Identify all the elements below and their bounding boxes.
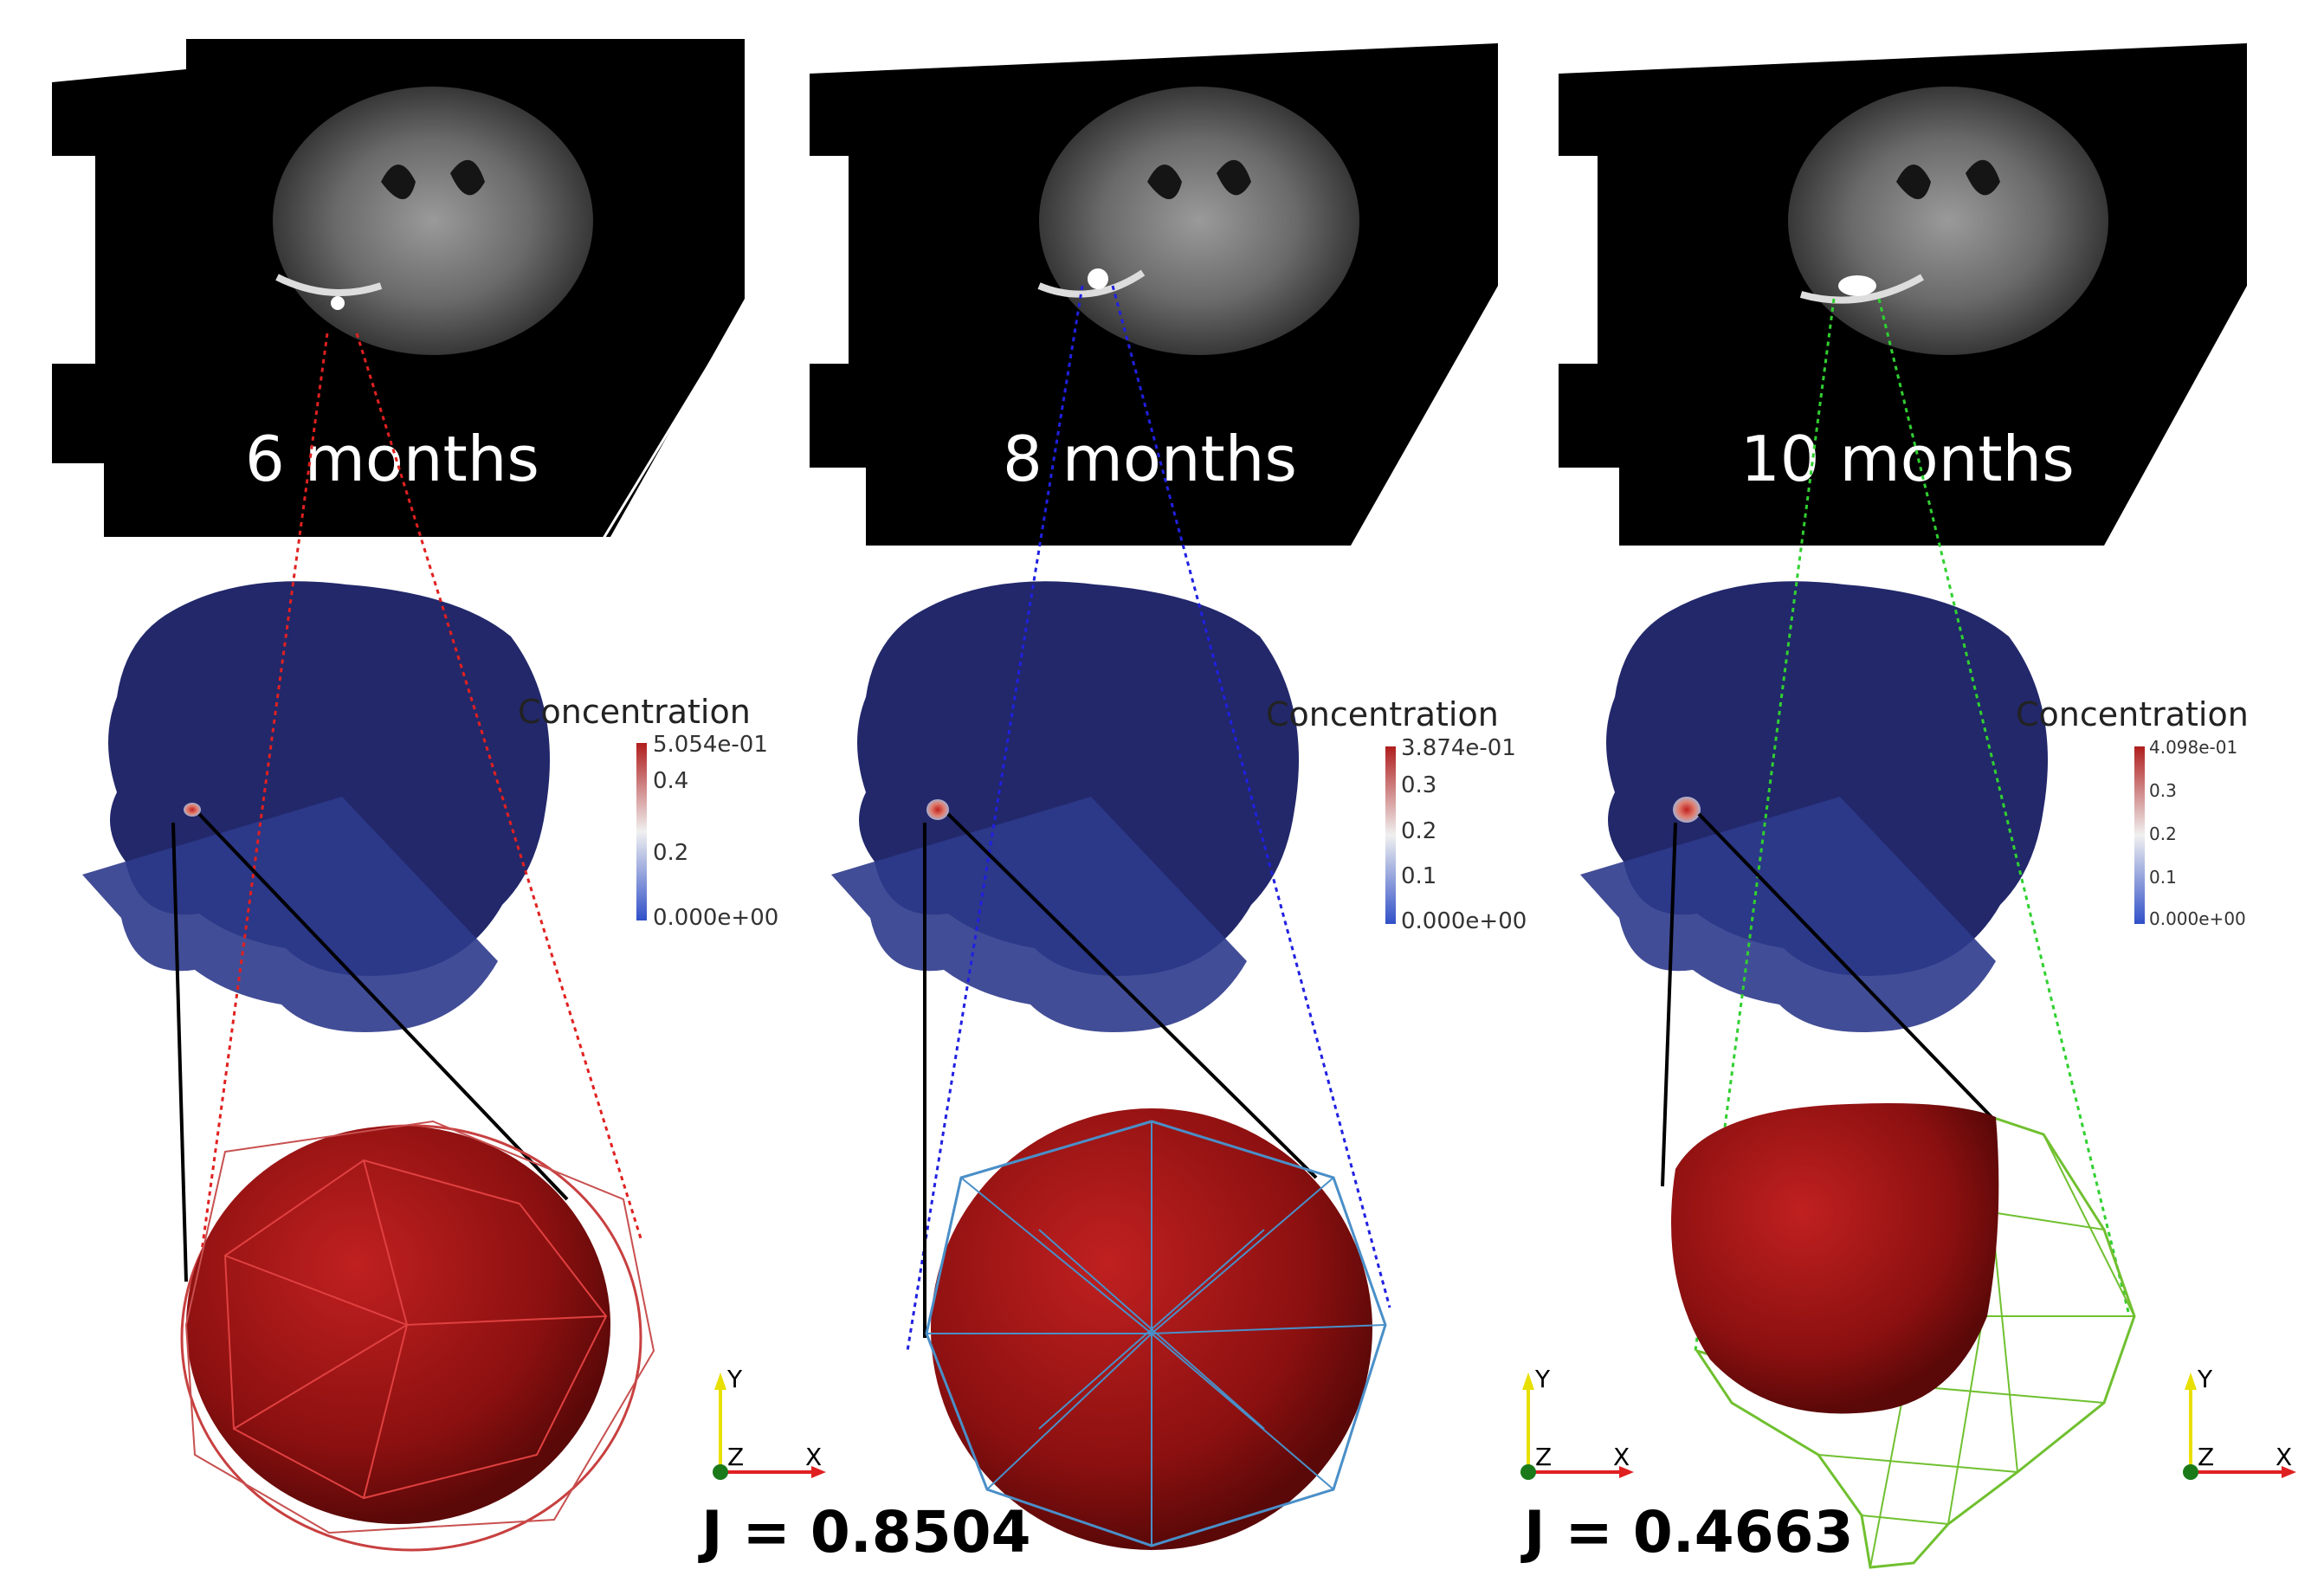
colorbar-tick: 0.3 [2149, 780, 2177, 801]
time-label: 8 months [1003, 423, 1297, 495]
colorbar-tick: 0.2 [653, 840, 688, 866]
colorbar-tick: 0.1 [1401, 863, 1436, 889]
axis-label-y: Y [1534, 1365, 1551, 1393]
colorbar-tick: 0.1 [2149, 867, 2177, 888]
axis-label-y: Y [2197, 1365, 2213, 1393]
brain-model-3d [82, 581, 550, 1032]
colorbar-max-label: 4.098e-01 [2149, 737, 2237, 758]
axis-label-y: Y [726, 1365, 743, 1393]
mri-slab-image: 8 months [810, 43, 1498, 546]
tumor-mesh-comparison [180, 1120, 655, 1552]
colorbar-title: Concentration [1266, 695, 1499, 733]
zoom-lines [906, 285, 1391, 1352]
panel-10-months: 10 months Concentration 4.098e-01 0.3 0.… [1520, 43, 2249, 1569]
brain-model-3d [831, 581, 1299, 1032]
colorbar-title: Concentration [2016, 695, 2249, 733]
colorbar-max-label: 5.054e-01 [653, 732, 768, 758]
jaccard-score: J = 0.8504 [698, 1499, 1031, 1566]
axis-triad: Y Z X [1520, 1365, 1634, 1480]
axis-label-z: Z [727, 1443, 744, 1471]
zoom-lines [171, 333, 642, 1334]
axis-label-x: X [805, 1443, 822, 1471]
colorbar-tick: 0.2 [2149, 824, 2177, 844]
colorbar-min-label: 0.000e+00 [653, 905, 778, 931]
axis-label-z: Z [1535, 1443, 1552, 1471]
time-label: 10 months [1740, 423, 2075, 495]
colorbar-title: Concentration [518, 693, 751, 731]
colorbar-max-label: 3.874e-01 [1401, 735, 1516, 761]
colorbar-tick: 0.3 [1401, 772, 1436, 798]
tumor-mesh-comparison: J = 0.8504 [698, 1108, 1387, 1566]
brain-model-3d [1580, 581, 2048, 1032]
axis-label-x: X [1613, 1443, 1630, 1471]
mri-slab-image: 6 months [52, 39, 751, 542]
colorbar: Concentration 3.874e-01 0.3 0.2 0.1 0.00… [1266, 695, 1527, 934]
colorbar-tick: 0.4 [653, 768, 688, 794]
panel-8-months: 8 months Concentration 3.874e-01 0.3 0.2… [698, 43, 1527, 1566]
jaccard-score: J = 0.4663 [1520, 1499, 1854, 1566]
axis-triad: Y Z X [713, 1365, 826, 1480]
colorbar-min-label: 0.000e+00 [1401, 908, 1527, 934]
axis-label-x: X [2276, 1443, 2292, 1471]
mri-slab-image: 10 months [1559, 43, 2247, 546]
axis-label-z: Z [2198, 1443, 2214, 1471]
axis-triad: Y Z X [2183, 1365, 2296, 1480]
panel-6-months: 6 months Concentration 5.054e-01 0.4 0.2… [52, 39, 778, 1552]
time-label: 6 months [245, 423, 539, 495]
colorbar: Concentration 4.098e-01 0.3 0.2 0.1 0.00… [2016, 695, 2249, 929]
tumor-mesh-comparison: J = 0.4663 [1520, 1103, 2136, 1569]
colorbar-min-label: 0.000e+00 [2149, 908, 2246, 929]
colorbar: Concentration 5.054e-01 0.4 0.2 0.000e+0… [518, 693, 778, 931]
colorbar-tick: 0.2 [1401, 818, 1436, 844]
